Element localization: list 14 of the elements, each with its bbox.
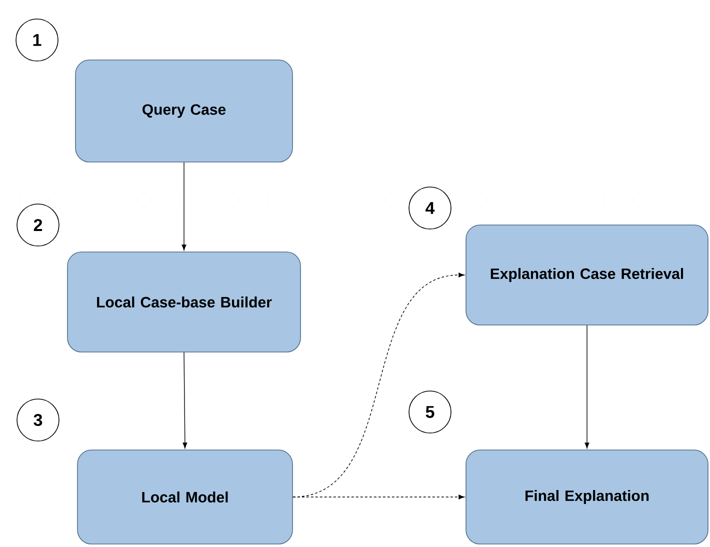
arrow — [182, 162, 186, 250]
process-box: Query Case — [75, 60, 293, 162]
arrow — [182, 352, 188, 448]
step-number: 5 — [408, 390, 452, 434]
step-number: 3 — [16, 398, 60, 442]
arrow — [584, 325, 590, 448]
step-number: 1 — [16, 18, 58, 62]
step-number: 2 — [16, 204, 60, 246]
process-box: Local Model — [77, 450, 293, 544]
process-box: Local Case-base Builder — [67, 252, 301, 352]
step-number: 4 — [408, 186, 452, 230]
process-box: Final Explanation — [466, 450, 708, 544]
arrow — [292, 494, 464, 500]
process-box: Explanation Case Retrieval — [466, 224, 708, 326]
